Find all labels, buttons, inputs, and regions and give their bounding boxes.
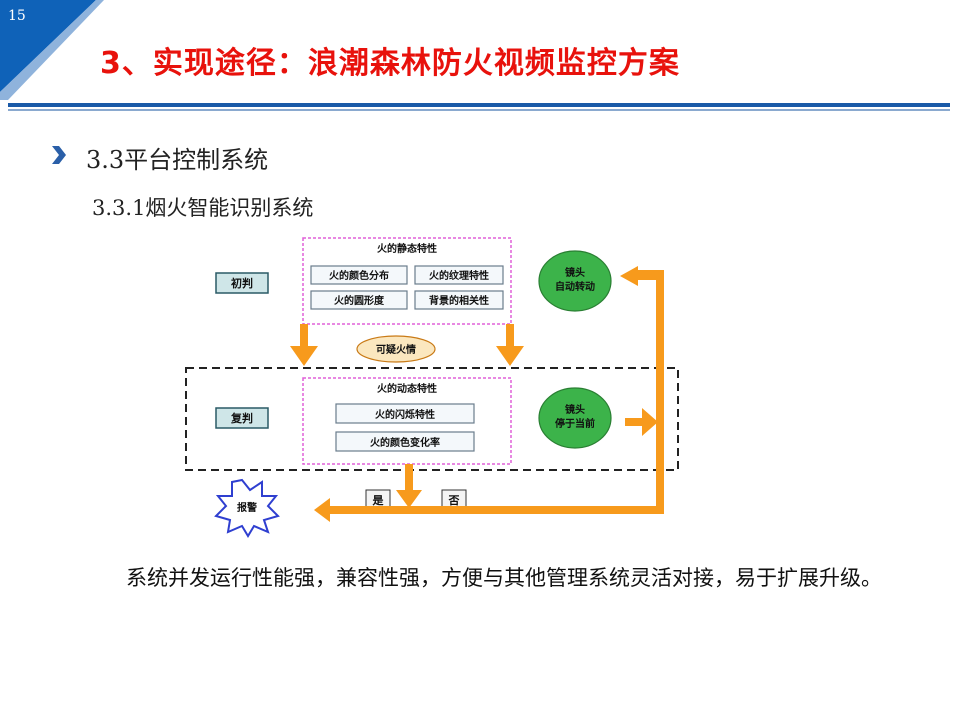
dynamic-group-title: 火的动态特性 [377,382,437,395]
dynamic-item-box [335,403,475,424]
static-group-box [302,237,512,325]
dynamic-item: 火的闪烁特性 [375,408,435,421]
static-item-box [414,265,504,285]
lens-stop-node [538,387,612,449]
lens-stop-line2: 停于当前 [555,417,595,430]
title-divider [8,103,950,107]
suspected-fire-node [356,335,436,363]
static-item: 背景的相关性 [429,294,489,307]
dynamic-item: 火的颜色变化率 [370,436,440,449]
right-arrow [625,408,658,436]
loop-line [330,274,664,514]
section-heading: 3.3平台控制系统 [86,146,269,174]
alarm-burst [214,478,280,538]
lens-auto-line2: 自动转动 [555,280,595,293]
lens-auto-rotate-node [538,250,612,312]
left-arrow-to-alarm [314,498,330,522]
lens-stop-line1: 镜头 [565,403,585,416]
title-divider-thin [8,109,950,111]
static-item-box [310,265,408,285]
yes-label: 是 [372,494,385,507]
corner-decoration [0,0,104,100]
review-judgment-label: 复判 [230,411,253,425]
initial-judgment-label: 初判 [231,276,253,290]
static-item: 火的圆形度 [334,294,385,307]
chevron-bullet-icon [52,146,66,164]
review-judgment-box [215,407,269,429]
description-paragraph: 系统并发运行性能强，兼容性强，方便与其他管理系统灵活对接，易于扩展升级。 [84,562,904,595]
static-item: 火的颜色分布 [329,269,389,282]
suspected-fire-label: 可疑火情 [376,343,416,356]
fire-recognition-flow-diagram: 火的静态特性 火的颜色分布 火的纹理特性 火的圆形度 背景的相关性 初判 镜头 … [185,237,679,538]
slide-title: 3、实现途径：浪潮森林防火视频监控方案 [100,46,680,81]
static-item-box [310,290,408,310]
no-label: 否 [448,494,460,507]
down-arrow [396,464,422,508]
subsection-heading: 3.3.1烟火智能识别系统 [92,196,314,220]
static-item-box [414,290,504,310]
description-text: 系统并发运行性能强，兼容性强，方便与其他管理系统灵活对接，易于扩展升级。 [126,566,882,590]
lens-auto-line1: 镜头 [565,266,585,279]
page-number: 15 [8,8,26,24]
down-arrow [290,324,318,366]
alarm-label: 报警 [237,501,257,514]
left-arrow-to-lens [620,266,664,286]
initial-judgment-box [215,272,269,294]
dynamic-item-box [335,431,475,452]
down-arrow [496,324,524,366]
static-group-title: 火的静态特性 [377,242,437,255]
review-region [185,367,679,471]
static-item: 火的纹理特性 [429,269,489,282]
